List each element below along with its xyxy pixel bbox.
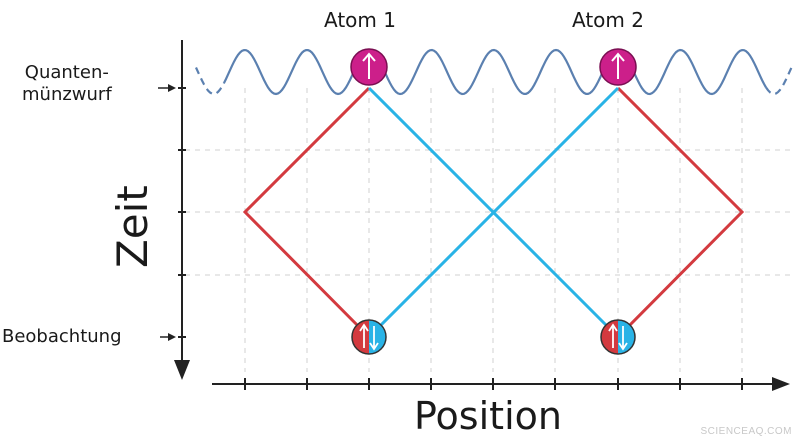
coin-toss-label-line2: münzwurf — [22, 84, 112, 105]
atom-2-label: Atom 2 — [572, 8, 644, 32]
atom-outline — [351, 319, 387, 355]
spin-up-down-arrows-icon — [359, 323, 379, 351]
grid — [185, 88, 790, 372]
observation-label: Beobachtung — [2, 326, 122, 347]
spin-up-down-arrows-icon — [608, 323, 628, 351]
spin-up-arrow-icon — [611, 52, 625, 79]
label-pointers — [158, 84, 176, 341]
blue-path-atom2 — [367, 86, 620, 339]
red-path-atom2 — [616, 86, 745, 339]
position-axis-title: Position — [414, 394, 562, 438]
atom-2-initial — [599, 48, 637, 86]
time-axis — [174, 40, 190, 380]
wave — [223, 48, 767, 96]
observation-pointer-arrowhead — [168, 333, 176, 341]
atom-outline — [600, 319, 636, 355]
position-axis — [212, 377, 790, 391]
coin-toss-label-line1: Quanten- — [24, 62, 109, 83]
red-path-atom1 — [242, 86, 371, 339]
red-paths — [242, 86, 745, 339]
coin-toss-label: Quanten- münzwurf — [22, 62, 112, 106]
time-axis-arrowhead — [174, 360, 190, 380]
atom-1-final — [351, 319, 387, 355]
atom-1-initial — [350, 48, 388, 86]
blue-paths — [367, 86, 620, 339]
time-axis-title: Zeit — [108, 185, 157, 268]
watermark: SCIENCEAQ.COM — [700, 426, 792, 437]
wave-dashed-left — [194, 67, 225, 96]
atom-1-label: Atom 1 — [324, 8, 396, 32]
coin-toss-pointer-arrowhead — [168, 84, 176, 92]
spin-up-arrow-icon — [362, 52, 376, 79]
wave-dashed-right — [765, 65, 794, 96]
atom-2-final — [600, 319, 636, 355]
position-axis-arrowhead — [772, 377, 790, 391]
